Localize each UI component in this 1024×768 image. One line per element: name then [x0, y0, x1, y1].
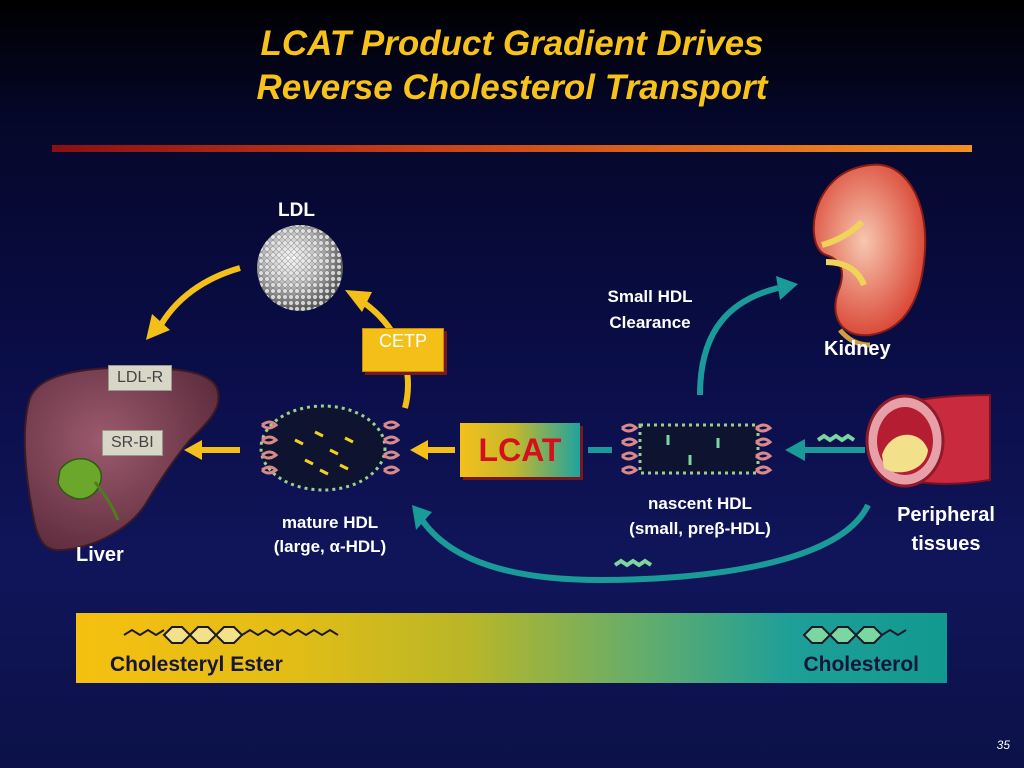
page-number: 35 — [996, 738, 1010, 752]
teal-arrows — [412, 276, 871, 584]
mature-hdl-label-line-2: (large, α-HDL) — [273, 537, 387, 556]
sr-bi-receptor-label: SR-BI — [102, 430, 163, 456]
ldl-r-receptor-label: LDL-R — [108, 365, 173, 391]
peripheral-tissues-line-1: Peripheral — [897, 504, 995, 526]
nascent-hdl-label-line-1: nascent HDL — [648, 494, 752, 513]
kidney-icon — [812, 163, 927, 348]
nascent-hdl-label-line-2: (small, preβ-HDL) — [629, 519, 771, 538]
peripheral-tissues-label: Peripheral tissues — [874, 501, 1018, 559]
mature-hdl-label: mature HDL (large, α-HDL) — [245, 511, 415, 559]
small-hdl-clearance-label: Small HDL Clearance — [580, 284, 720, 336]
slide-title: LCAT Product Gradient Drives Reverse Cho… — [0, 22, 1024, 110]
cholesteryl-ester-label: Cholesteryl Ester — [110, 653, 283, 676]
cetp-enzyme-box: CETP — [362, 328, 444, 372]
nascent-hdl-particle-icon — [620, 423, 773, 475]
small-hdl-clearance-line-2: Clearance — [609, 313, 691, 332]
title-divider — [52, 145, 972, 152]
mature-hdl-label-line-1: mature HDL — [281, 513, 379, 532]
lcat-enzyme-box: LCAT — [460, 423, 580, 477]
lcat-label: LCAT — [478, 432, 562, 468]
mature-hdl-particle-icon — [259, 404, 401, 492]
small-hdl-clearance-line-1: Small HDL — [607, 287, 693, 306]
cetp-label: CETP — [378, 331, 427, 351]
cholesterol-molecule-icon — [613, 433, 856, 568]
title-line-2: Reverse Cholesterol Transport — [256, 68, 768, 107]
product-gradient-bar: Cholesteryl Ester Cholesterol — [76, 613, 947, 683]
liver-label: Liver — [76, 544, 124, 566]
cholesterol-label: Cholesterol — [803, 653, 919, 676]
nascent-hdl-label: nascent HDL (small, preβ-HDL) — [595, 491, 805, 541]
molecule-structures-icon — [123, 626, 907, 644]
peripheral-tissues-line-2: tissues — [911, 533, 981, 555]
ldl-label: LDL — [278, 200, 315, 221]
liver-icon — [23, 366, 220, 552]
ldl-particle-icon — [257, 225, 343, 311]
kidney-label: Kidney — [824, 338, 891, 360]
title-line-1: LCAT Product Gradient Drives — [260, 24, 764, 63]
artery-icon — [865, 393, 991, 488]
